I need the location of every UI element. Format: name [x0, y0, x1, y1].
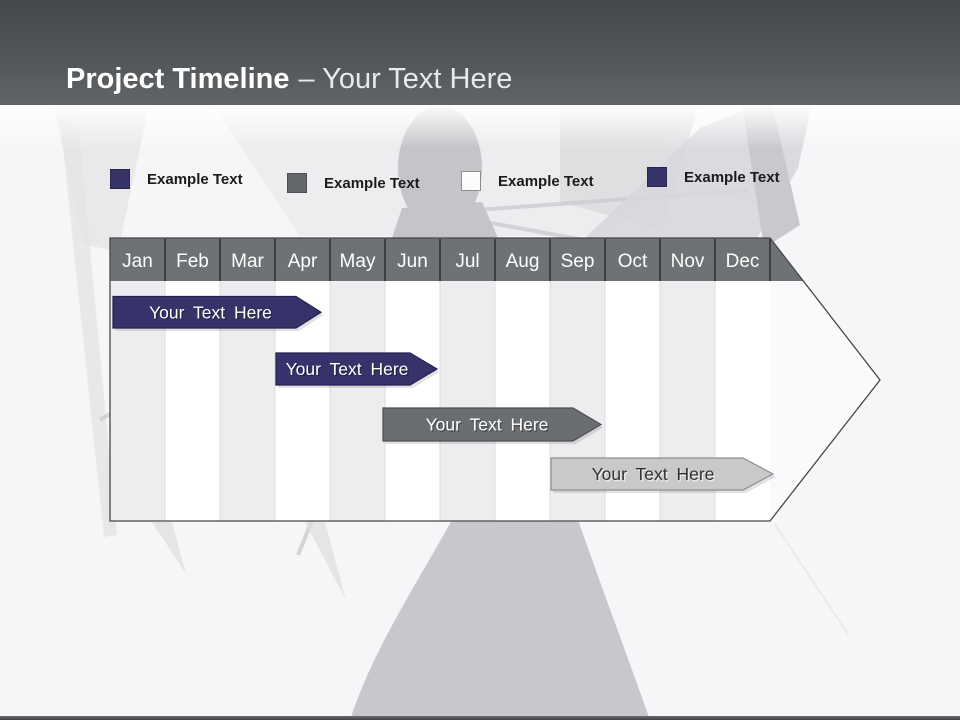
month-column [385, 281, 440, 521]
title-sub: – Your Text Here [299, 63, 513, 95]
title-main: Project Timeline [66, 63, 290, 95]
month-column [330, 281, 385, 521]
month-label: Feb [176, 251, 209, 272]
bar-label[interactable]: Your Text Here [286, 359, 409, 379]
month-label: Oct [618, 251, 648, 272]
bar-label[interactable]: Your Text Here [149, 302, 272, 322]
month-label: Jan [122, 251, 153, 272]
month-column [495, 281, 550, 521]
month-label: Mar [231, 251, 264, 272]
month-label: Nov [671, 251, 705, 272]
bottom-accent-bar [0, 716, 960, 720]
month-label: Jul [455, 251, 479, 272]
slide-title[interactable]: Project Timeline – Your Text Here [0, 65, 512, 105]
month-label: Apr [288, 251, 318, 272]
month-label: Aug [506, 251, 540, 272]
bar-label[interactable]: Your Text Here [426, 415, 549, 435]
month-label: Sep [561, 251, 595, 272]
month-column [440, 281, 495, 521]
bar-label[interactable]: Your Text Here [592, 464, 715, 484]
month-label: May [340, 251, 376, 272]
month-label: Jun [397, 251, 428, 272]
month-label: Dec [726, 251, 760, 272]
title-band: Project Timeline – Your Text Here [0, 0, 960, 105]
